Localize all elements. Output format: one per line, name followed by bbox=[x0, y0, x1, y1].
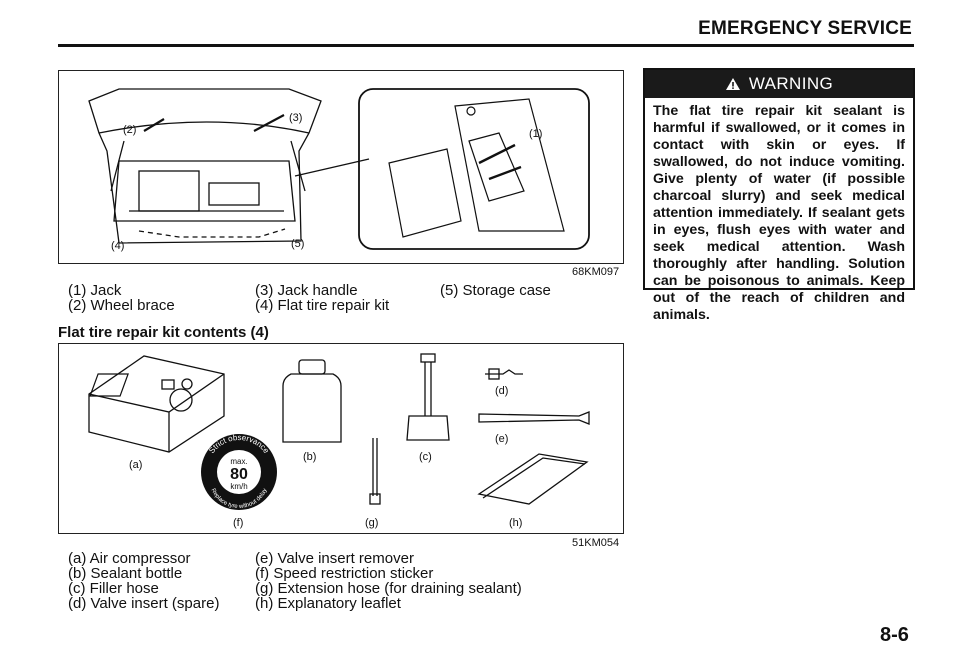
sticker-speed: 80 bbox=[230, 466, 248, 483]
label-e: (e) bbox=[495, 433, 508, 445]
kit-contents-title: Flat tire repair kit contents (4) bbox=[58, 324, 269, 341]
figure2-code: 51KM054 bbox=[572, 537, 620, 549]
label-f: (f) bbox=[233, 517, 243, 529]
caption-speed-sticker: (f) Speed restriction sticker bbox=[255, 565, 434, 582]
jack-storage-illustration: (2) (3) (4) (5) (1) bbox=[88, 88, 590, 252]
section-title: EMERGENCY SERVICE bbox=[698, 18, 912, 39]
warning-triangle-icon bbox=[725, 78, 740, 90]
caption-valve-remover: (e) Valve insert remover bbox=[255, 550, 414, 567]
caption-leaflet: (h) Explanatory leaflet bbox=[255, 595, 401, 612]
caption-repair-kit: (4) Flat tire repair kit bbox=[255, 297, 390, 314]
warning-header: WARNING bbox=[645, 70, 913, 98]
figure-kit-contents: max. 80 km/h Strict observance Replace t… bbox=[58, 343, 624, 534]
callout-3: (3) bbox=[289, 112, 302, 124]
label-a: (a) bbox=[129, 459, 142, 471]
caption-sealant-bottle: (b) Sealant bottle bbox=[68, 565, 183, 582]
caption-wheel-brace: (2) Wheel brace bbox=[68, 297, 175, 314]
label-g: (g) bbox=[365, 517, 378, 529]
figure-jack-storage: (2) (3) (4) (5) (1) bbox=[58, 70, 624, 264]
caption-air-compressor: (a) Air compressor bbox=[68, 550, 191, 567]
caption-filler-hose: (c) Filler hose bbox=[68, 580, 159, 597]
caption-jack-handle: (3) Jack handle bbox=[255, 282, 358, 299]
speed-restriction-sticker: max. 80 km/h Strict observance Replace t… bbox=[201, 433, 277, 510]
callout-4: (4) bbox=[111, 240, 124, 252]
page-number: 8-6 bbox=[880, 624, 909, 646]
callout-5: (5) bbox=[291, 238, 304, 250]
label-c: (c) bbox=[419, 451, 432, 463]
warning-text: The flat tire repair kit sealant is harm… bbox=[653, 103, 905, 323]
header-rule bbox=[58, 44, 914, 47]
sticker-max: max. bbox=[230, 457, 247, 466]
callout-1: (1) bbox=[529, 128, 542, 140]
label-h: (h) bbox=[509, 517, 522, 529]
sticker-unit: km/h bbox=[230, 482, 247, 491]
callout-2: (2) bbox=[123, 124, 136, 136]
caption-valve-insert: (d) Valve insert (spare) bbox=[68, 595, 220, 612]
kit-contents-illustration: max. 80 km/h Strict observance Replace t… bbox=[88, 353, 590, 529]
label-b: (b) bbox=[303, 451, 316, 463]
warning-box: WARNING The flat tire repair kit sealant… bbox=[643, 68, 915, 323]
label-d: (d) bbox=[495, 385, 508, 397]
warning-heading: WARNING bbox=[748, 74, 834, 93]
caption-jack: (1) Jack bbox=[68, 282, 122, 299]
caption-storage-case: (5) Storage case bbox=[440, 282, 551, 299]
figure1-code: 68KM097 bbox=[572, 266, 620, 278]
caption-extension-hose: (g) Extension hose (for draining sealant… bbox=[255, 580, 522, 597]
